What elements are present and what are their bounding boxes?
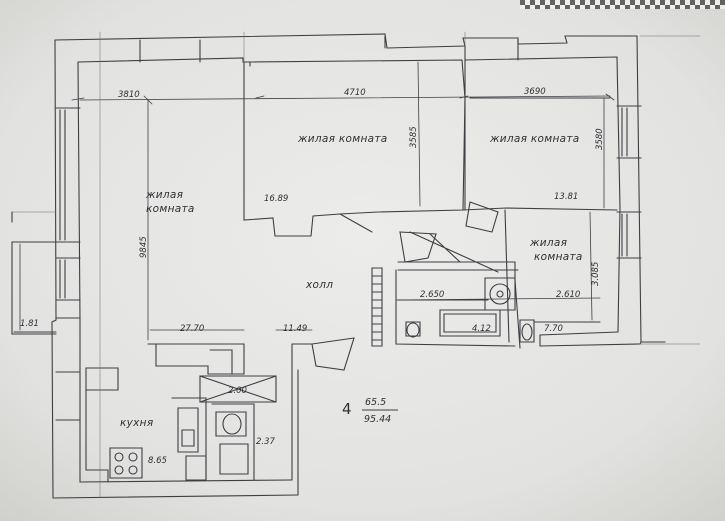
dim-balcony: 1.81 (20, 319, 39, 329)
dim-center-vertical: 3585 (409, 126, 419, 148)
area-wc: 2.37 (256, 437, 276, 447)
area-hall: 11.49 (283, 324, 307, 334)
room-hall: холл (305, 279, 333, 291)
room-kitchen: кухня (120, 417, 153, 429)
room-living-small-line1: жилая (529, 237, 567, 249)
area-right-room: 13.81 (554, 192, 578, 202)
dimension-lines (19, 61, 615, 341)
dim-small-room-width: 2.610 (556, 290, 580, 300)
dim-top-left: 3810 (118, 90, 140, 100)
dim-top-center: 4710 (344, 88, 366, 98)
right-room-walls (397, 201, 618, 349)
kitchen-wc-walls (85, 343, 277, 483)
room-living-right: жилая комната (489, 133, 580, 145)
center-room-walls (243, 45, 611, 237)
summary-total-area: 95.44 (364, 414, 391, 425)
construction-lines (11, 31, 701, 499)
room-living-left-line1: жилая (145, 189, 183, 201)
dim-bath-width: 2.650 (420, 290, 444, 300)
area-corridor: 2.00 (228, 386, 247, 396)
area-left-room: 27.70 (180, 324, 204, 334)
room-living-left-line2: комната (146, 203, 195, 215)
room-living-center: жилая комната (297, 133, 388, 145)
plan-lines (11, 31, 701, 499)
top-checker-strip (520, 0, 725, 9)
dim-right-vertical: 3580 (595, 128, 605, 150)
area-kitchen: 8.65 (148, 456, 167, 466)
dim-top-right: 3690 (524, 87, 546, 97)
area-center-room: 16.89 (264, 194, 288, 204)
area-bathroom: 4.12 (472, 324, 491, 334)
dim-left-vertical: 9845 (139, 236, 149, 258)
area-small-room: 7.70 (544, 324, 563, 334)
summary-rooms-count: 4 (342, 400, 352, 418)
dim-small-vertical: 3.085 (591, 262, 601, 286)
room-living-small-line2: комната (534, 251, 583, 263)
balcony-outline (11, 211, 57, 335)
plan-labels: 3810 4710 3690 9845 3585 3580 3.085 2.65… (20, 87, 605, 466)
window-marks (55, 35, 642, 421)
hall-doors (291, 337, 355, 377)
summary-living-area: 65.5 (365, 397, 386, 408)
